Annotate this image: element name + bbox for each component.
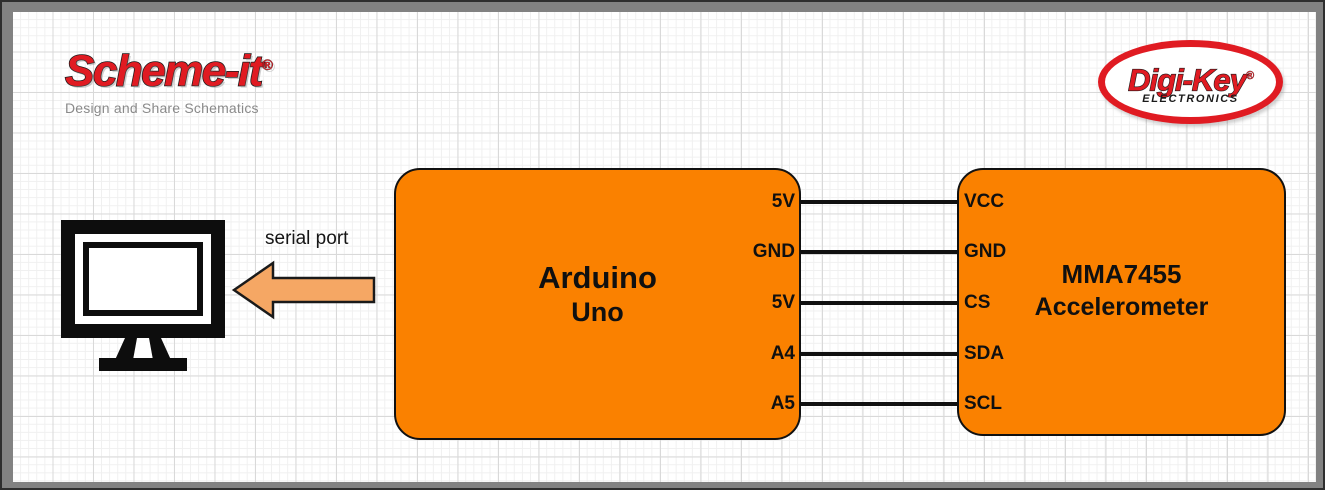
block-arduino-subtitle: Uno (571, 297, 624, 327)
digikey-oval-shape (1098, 40, 1283, 124)
digikey-wordmark-text: Digi-Key (1127, 62, 1247, 98)
wire-5v-vcc (800, 200, 958, 204)
pin-arduino-5v-power: 5V (771, 191, 795, 212)
block-arduino-title: Arduino (538, 260, 657, 295)
digikey-wordmark: Digi-Key® (1098, 60, 1283, 96)
wire-5v-cs (800, 301, 958, 305)
pin-mma7455-cs: CS (964, 292, 991, 313)
pin-arduino-a5: A5 (770, 393, 795, 414)
block-mma7455-accelerometer[interactable]: MMA7455 Accelerometer VCC GND CS SDA SCL (957, 168, 1286, 436)
pin-mma7455-gnd: GND (964, 241, 1007, 262)
registered-trademark-icon: ® (261, 57, 273, 75)
block-mma7455-subtitle: Accelerometer (1034, 293, 1209, 321)
digikey-logo: Digi-Key® ELECTRONICS (1098, 40, 1283, 124)
pin-arduino-a4: A4 (770, 343, 795, 364)
wire-gnd-gnd (800, 250, 958, 254)
scheme-it-tagline: Design and Share Schematics (65, 99, 259, 116)
pin-mma7455-sda: SDA (964, 343, 1005, 364)
scheme-it-wordmark: Scheme-it® (64, 42, 305, 96)
pin-arduino-gnd: GND (752, 241, 795, 262)
serial-port-label: serial port (265, 228, 349, 249)
serial-port-arrow-icon (231, 260, 376, 320)
block-mma7455-title: MMA7455 (1061, 259, 1182, 289)
scheme-it-logo: Scheme-it® Design and Share Schematics (64, 42, 305, 122)
pin-mma7455-vcc: VCC (964, 191, 1005, 212)
wire-a5-scl (800, 402, 958, 406)
digikey-oval-inner-ring (1109, 51, 1272, 113)
digikey-subtitle: ELECTRONICS (1142, 93, 1239, 105)
pin-mma7455-scl: SCL (964, 393, 1002, 414)
pin-arduino-5v-cs: 5V (771, 292, 795, 313)
registered-trademark-icon: ® (1245, 70, 1255, 82)
drafting-sheet: Scheme-it® Design and Share Schematics D… (13, 12, 1316, 482)
block-arduino-uno[interactable]: Arduino Uno 5V GND 5V A4 A5 (394, 168, 801, 440)
scheme-it-wordmark-text: Scheme-it (64, 46, 264, 96)
wire-a4-sda (800, 352, 958, 356)
monitor-icon (61, 220, 225, 371)
